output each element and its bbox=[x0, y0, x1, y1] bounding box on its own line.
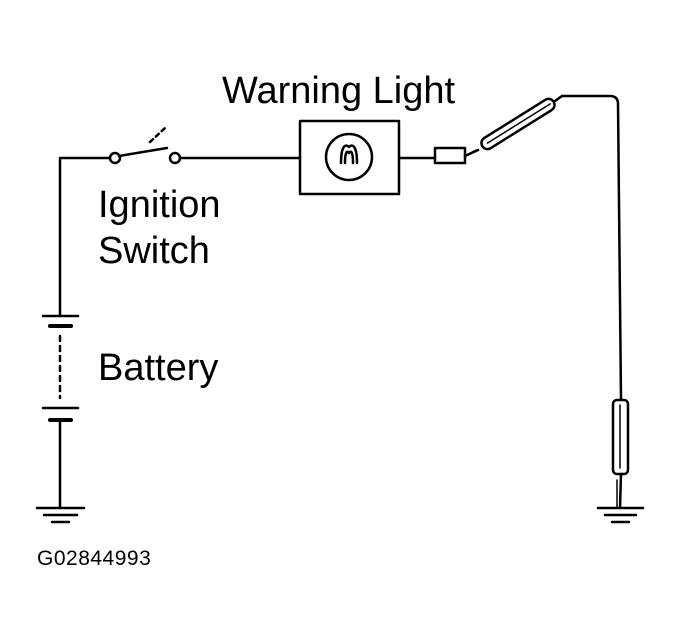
warning-light-label: Warning Light bbox=[222, 70, 456, 112]
right-wire bbox=[560, 94, 623, 402]
ignition-switch-symbol bbox=[108, 126, 182, 165]
ignition-switch-label-line1: Ignition bbox=[98, 184, 221, 226]
warning-light-symbol bbox=[298, 119, 401, 196]
test-probe-upper bbox=[463, 94, 564, 158]
battery-label: Battery bbox=[98, 347, 219, 389]
ignition-switch-label-line2: Switch bbox=[98, 230, 210, 272]
left-wire bbox=[58, 156, 113, 318]
test-probe-lower bbox=[611, 398, 630, 510]
figure-id: G02844993 bbox=[37, 547, 152, 570]
ground-right-icon bbox=[596, 506, 645, 524]
ground-left-icon bbox=[35, 506, 86, 524]
battery-symbol bbox=[41, 314, 80, 510]
connector-symbol bbox=[433, 146, 467, 165]
